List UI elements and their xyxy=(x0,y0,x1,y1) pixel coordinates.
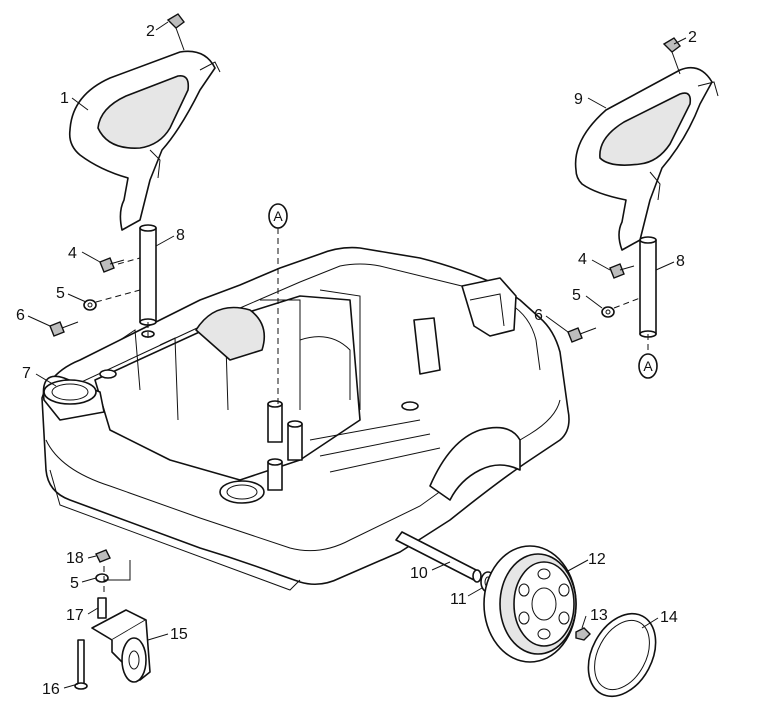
callout-18: 18 xyxy=(66,550,84,567)
callout-2-left: 2 xyxy=(146,23,155,40)
caster-assembly xyxy=(74,549,151,690)
callout-10: 10 xyxy=(410,565,428,582)
callout-11: 11 xyxy=(450,591,467,608)
callout-4-left: 4 xyxy=(68,245,77,262)
left-fasteners xyxy=(49,257,141,337)
left-tube xyxy=(139,224,157,338)
callout-14: 14 xyxy=(660,609,678,626)
callout-5-right: 5 xyxy=(572,287,581,304)
callout-6-right: 6 xyxy=(534,307,543,324)
callout-7: 7 xyxy=(22,365,31,382)
callout-12: 12 xyxy=(588,551,606,568)
callout-2-right: 2 xyxy=(688,29,697,46)
callout-16: 16 xyxy=(42,681,60,698)
callout-1: 1 xyxy=(60,90,69,107)
callout-15: 15 xyxy=(170,626,188,643)
right-handle xyxy=(574,37,719,251)
callout-8-right: 8 xyxy=(676,253,685,270)
callout-5-bottom: 5 xyxy=(70,575,79,592)
callout-17: 17 xyxy=(66,607,84,624)
left-handle xyxy=(68,13,221,231)
ref-marker-right-label: A xyxy=(643,358,653,374)
ref-marker-top: A xyxy=(268,203,288,404)
callout-13: 13 xyxy=(590,607,608,624)
hub-nut xyxy=(575,627,591,641)
callout-4-right: 4 xyxy=(578,251,587,268)
callout-5-left: 5 xyxy=(56,285,65,302)
leader-lines xyxy=(27,21,687,689)
base-chassis xyxy=(41,246,570,591)
ref-marker-top-label: A xyxy=(273,208,283,224)
callout-8-left: 8 xyxy=(176,227,185,244)
right-fasteners xyxy=(567,263,641,343)
hubcap xyxy=(587,612,657,698)
wheel xyxy=(483,545,577,663)
right-tube xyxy=(639,236,657,354)
axle xyxy=(395,531,496,593)
callout-labels: 2 1 8 4 5 6 7 2 9 4 8 5 6 18 5 17 15 16 … xyxy=(16,23,697,698)
ref-marker-right: A xyxy=(638,353,658,379)
callout-9: 9 xyxy=(574,91,583,108)
callout-6-left: 6 xyxy=(16,307,25,324)
